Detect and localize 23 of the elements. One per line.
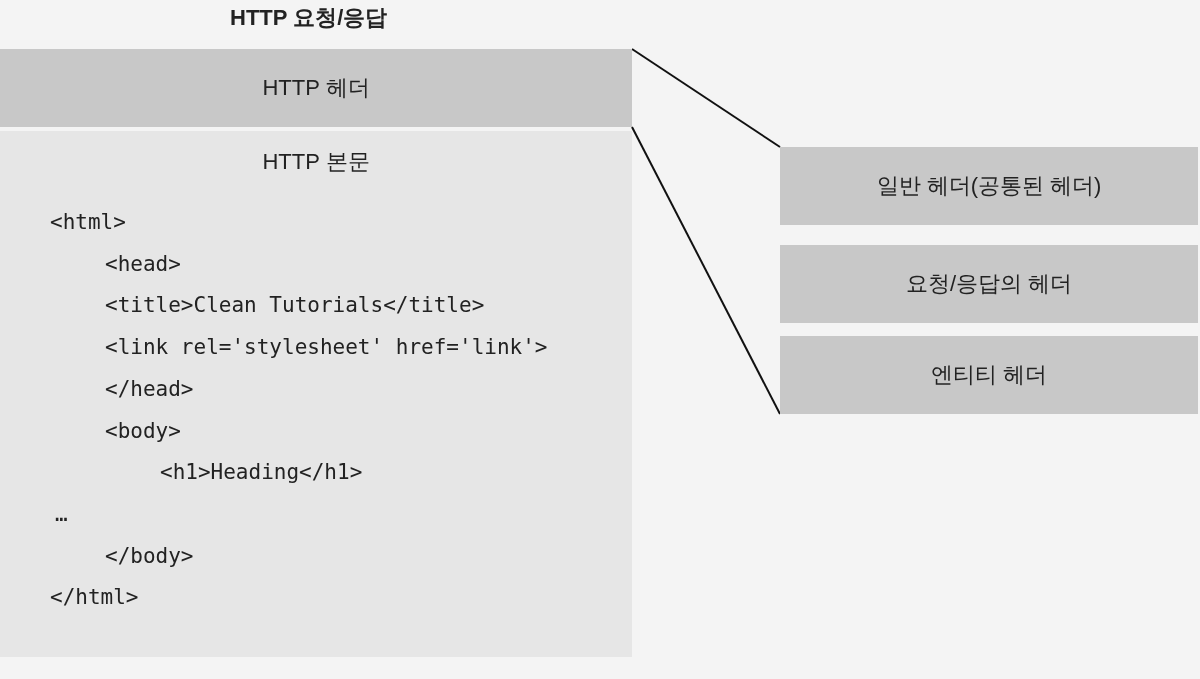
header-box <box>0 49 632 127</box>
code-line: </head> <box>105 375 194 403</box>
code-line: </body> <box>105 542 194 570</box>
box-label: 엔티티 헤더 <box>930 361 1048 389</box>
code-line: <title>Clean Tutorials</title> <box>105 292 485 320</box>
header-box <box>780 336 1198 414</box>
body-panel <box>0 131 632 657</box>
code-line: … <box>55 500 68 528</box>
code-line: <h1>Heading</h1> <box>160 459 363 487</box>
code-line: <html> <box>50 209 126 236</box>
diagram-title: HTTP 요청/응답 <box>230 4 388 32</box>
code-line: <head> <box>105 250 181 278</box>
connector-line <box>631 48 781 148</box>
header-box <box>780 147 1198 225</box>
box-label: HTTP 헤더 <box>262 74 370 102</box>
header-box <box>780 245 1198 323</box>
connector-line <box>631 126 781 415</box>
box-label: HTTP 본문 <box>261 148 371 176</box>
code-line: <body> <box>105 417 181 445</box>
code-line: <link rel='stylesheet' href='link'> <box>105 334 548 362</box>
box-label: 일반 헤더(공통된 헤더) <box>876 172 1102 200</box>
box-label: 요청/응답의 헤더 <box>905 270 1073 298</box>
code-line: </html> <box>50 584 139 612</box>
